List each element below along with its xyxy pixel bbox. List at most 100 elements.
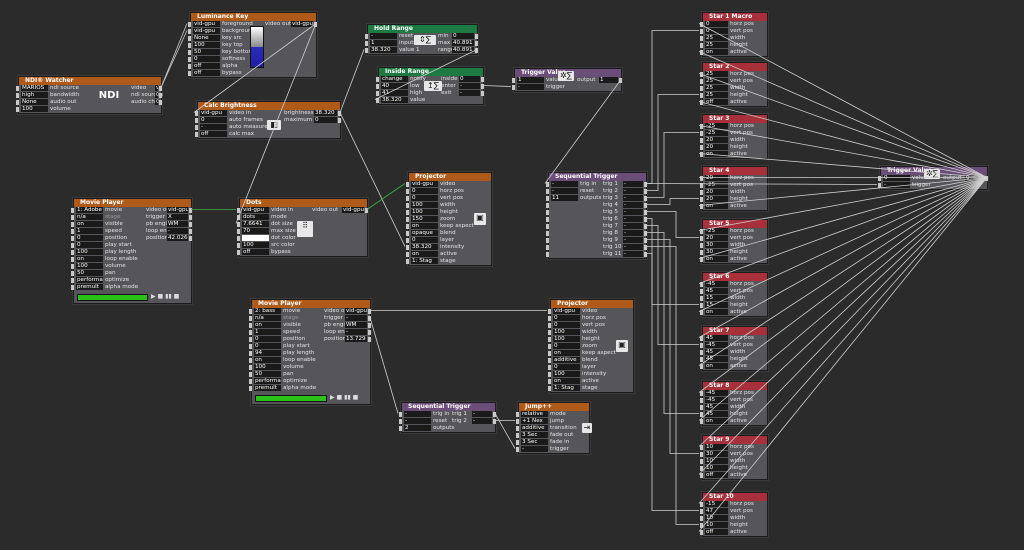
input-value[interactable]: 25: [705, 85, 728, 91]
input-value[interactable]: 100: [553, 371, 580, 377]
input-value[interactable]: -: [517, 84, 544, 90]
output-port[interactable]: [189, 222, 192, 227]
input-value[interactable]: 10: [705, 515, 728, 521]
input-port[interactable]: [71, 285, 74, 290]
input-value[interactable]: 1: Stag: [411, 258, 438, 264]
actor-title[interactable]: Star 4: [703, 167, 767, 175]
input-port[interactable]: [249, 358, 252, 363]
input-port[interactable]: [16, 100, 19, 105]
input-value[interactable]: 38.320: [370, 47, 397, 53]
input-port[interactable]: [546, 189, 549, 194]
output-port[interactable]: [314, 22, 317, 27]
input-value[interactable]: off: [193, 63, 220, 69]
input-port[interactable]: [546, 238, 549, 243]
actor-title[interactable]: Movie Player: [252, 300, 370, 308]
input-port[interactable]: [71, 278, 74, 283]
input-value[interactable]: on: [76, 256, 103, 262]
input-port[interactable]: [700, 282, 703, 287]
input-port[interactable]: [700, 509, 703, 514]
output-port[interactable]: [189, 208, 192, 213]
input-port[interactable]: [71, 257, 74, 262]
input-port[interactable]: [188, 36, 191, 41]
input-port[interactable]: [188, 50, 191, 55]
actor-title[interactable]: Sequential Trigger: [549, 173, 646, 181]
input-value[interactable]: -15: [705, 501, 728, 507]
input-port[interactable]: [406, 245, 409, 250]
input-value[interactable]: 10: [705, 522, 728, 528]
input-value[interactable]: 0: [411, 237, 438, 243]
input-port[interactable]: [546, 231, 549, 236]
input-port[interactable]: [700, 197, 703, 202]
input-value[interactable]: 94: [254, 350, 281, 356]
input-port[interactable]: [188, 22, 191, 27]
input-value[interactable]: -25: [705, 130, 728, 136]
output-port[interactable]: [644, 210, 647, 215]
actor-title[interactable]: Star 1 Macro: [703, 13, 767, 21]
input-port[interactable]: [700, 445, 703, 450]
input-port[interactable]: [548, 323, 551, 328]
input-port[interactable]: [548, 379, 551, 384]
input-value[interactable]: 25: [705, 71, 728, 77]
input-value[interactable]: on: [553, 350, 580, 356]
input-value[interactable]: 50: [193, 49, 220, 55]
output-port[interactable]: [368, 316, 371, 321]
input-value[interactable]: 3 Sec: [521, 432, 548, 438]
input-value[interactable]: 10: [705, 465, 728, 471]
actor-title[interactable]: Movie Player: [74, 199, 191, 207]
input-value[interactable]: dots: [242, 214, 269, 220]
input-value[interactable]: 45: [705, 356, 728, 362]
input-value[interactable]: 2: [404, 425, 431, 431]
input-value[interactable]: 20: [705, 137, 728, 143]
input-port[interactable]: [878, 176, 881, 181]
input-port[interactable]: [195, 111, 198, 116]
input-value[interactable]: 25: [705, 92, 728, 98]
input-port[interactable]: [237, 229, 240, 234]
input-value[interactable]: 100: [21, 106, 48, 112]
input-value[interactable]: +1 Nex: [521, 418, 548, 424]
output-port[interactable]: [644, 217, 647, 222]
actor-title[interactable]: Hold Range: [368, 25, 477, 33]
output-port[interactable]: [985, 176, 988, 181]
output-port[interactable]: [475, 41, 478, 46]
input-value[interactable]: off: [193, 70, 220, 76]
input-value[interactable]: on: [705, 363, 728, 369]
input-value[interactable]: 100: [242, 242, 269, 248]
input-port[interactable]: [188, 57, 191, 62]
input-port[interactable]: [700, 343, 703, 348]
input-port[interactable]: [376, 84, 379, 89]
input-value[interactable]: -45: [705, 281, 728, 287]
input-port[interactable]: [237, 236, 240, 241]
input-port[interactable]: [406, 252, 409, 257]
output-port[interactable]: [338, 118, 341, 123]
input-value[interactable]: on: [553, 378, 580, 384]
input-port[interactable]: [71, 271, 74, 276]
input-port[interactable]: [700, 516, 703, 521]
output-port[interactable]: [368, 330, 371, 335]
input-port[interactable]: [548, 309, 551, 314]
input-port[interactable]: [548, 365, 551, 370]
input-port[interactable]: [700, 466, 703, 471]
output-port[interactable]: [644, 238, 647, 243]
input-port[interactable]: [249, 365, 252, 370]
input-value[interactable]: 20: [705, 189, 728, 195]
actor-title[interactable]: Star 9: [703, 436, 767, 444]
input-port[interactable]: [700, 86, 703, 91]
output-port[interactable]: [493, 419, 496, 424]
input-port[interactable]: [700, 204, 703, 209]
output-port[interactable]: [481, 77, 484, 82]
actor-title[interactable]: Calc Brightness: [198, 102, 340, 110]
input-value[interactable]: -25: [705, 182, 728, 188]
input-value[interactable]: 45: [705, 349, 728, 355]
input-value[interactable]: high: [21, 92, 48, 98]
input-port[interactable]: [548, 351, 551, 356]
input-port[interactable]: [195, 125, 198, 130]
output-port[interactable]: [644, 252, 647, 257]
input-value[interactable]: off: [705, 472, 728, 478]
input-value[interactable]: 20: [705, 235, 728, 241]
output-port[interactable]: [189, 215, 192, 220]
input-port[interactable]: [700, 289, 703, 294]
